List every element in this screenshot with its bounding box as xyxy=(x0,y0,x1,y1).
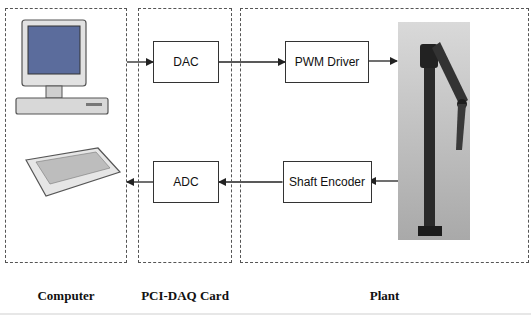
process-box: ADC xyxy=(153,161,219,203)
group-label: Plant xyxy=(370,288,400,304)
robot-arm-photo xyxy=(398,22,470,240)
box-label: ADC xyxy=(173,175,198,189)
baseline xyxy=(0,314,531,315)
box-label: DAC xyxy=(173,55,198,69)
group-region: PlantPWM DriverShaft Encoder xyxy=(240,8,529,263)
group-label: Computer xyxy=(37,288,94,304)
feedback-arrow xyxy=(369,180,398,181)
computer-icon xyxy=(16,20,120,196)
signal-arrow xyxy=(127,181,153,182)
group-region: PCI-DAQ CardDACADC xyxy=(138,8,232,263)
box-label: Shaft Encoder xyxy=(289,175,365,189)
drive-arrow xyxy=(368,60,397,61)
process-box: PWM Driver xyxy=(285,41,369,83)
process-box: DAC xyxy=(153,41,219,83)
process-box: Shaft Encoder xyxy=(283,161,372,203)
signal-arrow xyxy=(219,61,285,62)
group-region: Computer xyxy=(5,8,127,263)
box-label: PWM Driver xyxy=(295,55,360,69)
signal-arrow xyxy=(219,181,283,182)
signal-arrow xyxy=(127,61,153,62)
group-label: PCI-DAQ Card xyxy=(141,288,229,304)
